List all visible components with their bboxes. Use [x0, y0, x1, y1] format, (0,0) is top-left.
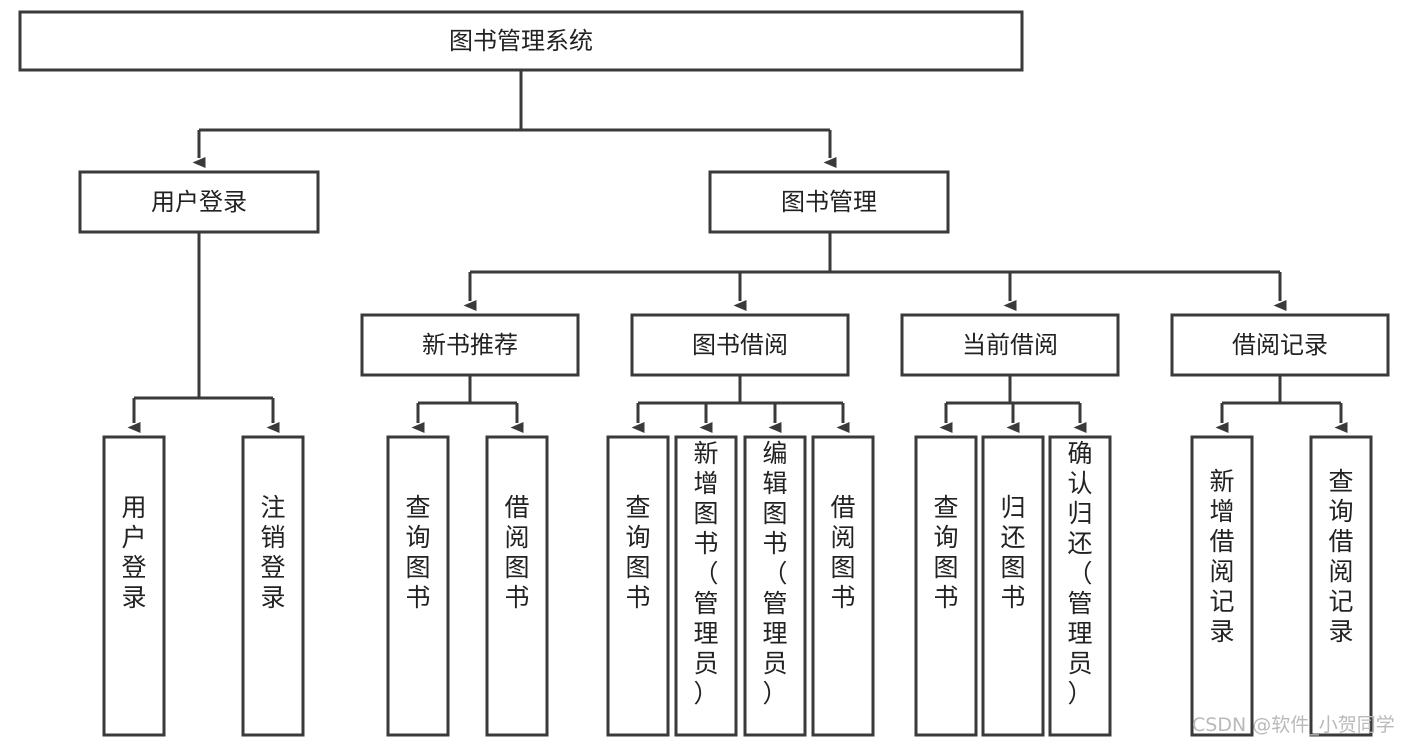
node-user-login[interactable]: 用户登录 — [78, 170, 320, 234]
leaf-user-login-box — [102, 435, 166, 737]
node-borrow-record-box — [1170, 313, 1390, 377]
node-root-label: 图书管理系统 — [449, 27, 593, 55]
node-new-book-recommend-label: 新书推荐 — [422, 331, 518, 359]
leaf-current-return-book[interactable]: 归还图书 — [981, 435, 1045, 737]
leaf-rec-query-book-label: 查询图书 — [405, 493, 430, 612]
leaf-borrow-edit-book[interactable]: 编辑图书（管理员） — [743, 435, 807, 737]
edge-group-userlogin-to-leaves — [127, 232, 280, 433]
node-root[interactable]: 图书管理系统 — [18, 10, 1024, 72]
leaf-rec-borrow-book-box — [485, 435, 549, 737]
leaf-current-query-book[interactable]: 查询图书 — [914, 435, 978, 737]
leaf-borrow-borrow-book[interactable]: 借阅图书 — [811, 435, 875, 737]
leaf-rec-query-book[interactable]: 查询图书 — [386, 435, 450, 737]
node-root-box — [18, 10, 1024, 72]
node-current-borrow-box — [900, 313, 1120, 377]
node-user-login-label: 用户登录 — [151, 188, 247, 216]
node-new-book-recommend[interactable]: 新书推荐 — [360, 313, 580, 377]
leaf-current-return-book-label: 归还图书 — [1000, 493, 1025, 612]
node-book-management[interactable]: 图书管理 — [708, 170, 950, 234]
node-book-management-box — [708, 170, 950, 234]
edge-group-bookmgmt-to-level2 — [463, 232, 1287, 311]
node-borrow-record-label: 借阅记录 — [1232, 331, 1328, 359]
edge-group-root-to-level1 — [192, 70, 837, 168]
leaf-borrow-add-book-box — [674, 435, 738, 737]
leaf-borrow-borrow-book-label: 借阅图书 — [830, 493, 855, 612]
leaf-borrow-edit-book-label: 编辑图书（管理员） — [762, 439, 787, 708]
leaf-user-logout-label: 注销登录 — [260, 493, 285, 612]
leaf-user-logout[interactable]: 注销登录 — [241, 435, 305, 737]
leaf-current-confirm-return[interactable]: 确认归还（管理员） — [1048, 435, 1112, 737]
node-borrow-record[interactable]: 借阅记录 — [1170, 313, 1390, 377]
edge-group-borrowrecord-to-leaves — [1215, 375, 1348, 433]
leaf-user-logout-box — [241, 435, 305, 737]
leaf-record-add-box — [1190, 435, 1254, 737]
leaf-current-confirm-return-label: 确认归还（管理员） — [1067, 439, 1092, 708]
leaf-rec-borrow-book[interactable]: 借阅图书 — [485, 435, 549, 737]
leaf-borrow-edit-book-box — [743, 435, 807, 737]
leaf-current-confirm-return-box — [1048, 435, 1112, 737]
edge-group-currentborrow-to-leaves — [939, 375, 1087, 433]
node-book-management-label: 图书管理 — [781, 188, 877, 216]
leaf-record-query-box — [1309, 435, 1373, 737]
node-book-borrow[interactable]: 图书借阅 — [630, 313, 850, 377]
leaf-borrow-add-book-label: 新增图书（管理员） — [693, 439, 718, 708]
leaf-record-query-label: 查询借阅记录 — [1328, 467, 1353, 646]
node-user-login-box — [78, 170, 320, 234]
leaf-borrow-add-book[interactable]: 新增图书（管理员） — [674, 435, 738, 737]
csdn-watermark: CSDN @软件_小贺同学 — [1192, 714, 1395, 736]
leaf-user-login-label: 用户登录 — [121, 493, 146, 612]
edge-group-recommend-to-leaves — [411, 375, 524, 433]
leaf-record-add[interactable]: 新增借阅记录 — [1190, 435, 1254, 737]
leaf-borrow-query-book-box — [606, 435, 670, 737]
node-new-book-recommend-box — [360, 313, 580, 377]
leaf-record-query[interactable]: 查询借阅记录 — [1309, 435, 1373, 737]
node-book-borrow-label: 图书借阅 — [692, 331, 788, 359]
leaf-current-query-book-label: 查询图书 — [933, 493, 958, 612]
leaf-borrow-query-book-label: 查询图书 — [625, 493, 650, 612]
leaf-current-query-book-box — [914, 435, 978, 737]
leaf-borrow-borrow-book-box — [811, 435, 875, 737]
leaf-record-add-label: 新增借阅记录 — [1209, 467, 1234, 646]
leaf-user-login[interactable]: 用户登录 — [102, 435, 166, 737]
node-current-borrow[interactable]: 当前借阅 — [900, 313, 1120, 377]
leaf-current-return-book-box — [981, 435, 1045, 737]
leaf-rec-query-book-box — [386, 435, 450, 737]
node-book-borrow-box — [630, 313, 850, 377]
leaf-borrow-query-book[interactable]: 查询图书 — [606, 435, 670, 737]
node-current-borrow-label: 当前借阅 — [962, 331, 1058, 359]
leaf-rec-borrow-book-label: 借阅图书 — [504, 493, 529, 612]
edge-group-bookborrow-to-leaves — [631, 375, 850, 433]
